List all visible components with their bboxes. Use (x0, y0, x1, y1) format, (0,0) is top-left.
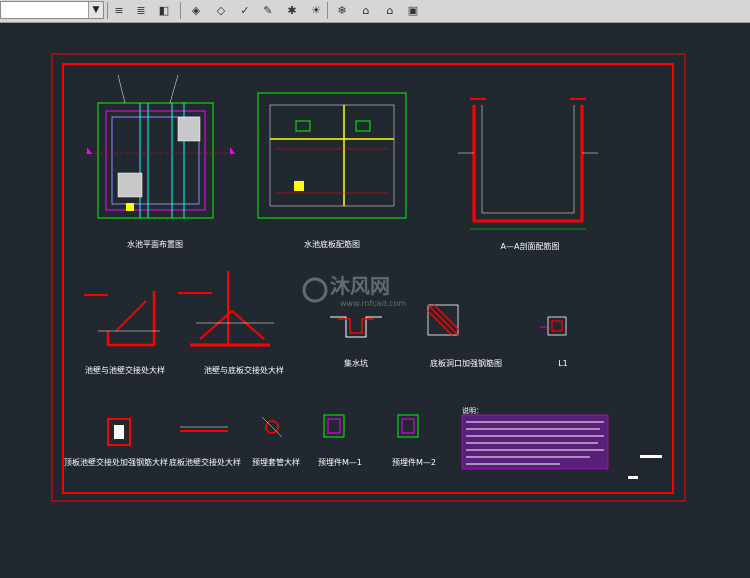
l1-detail: L1 (540, 316, 568, 368)
layer-state-icon[interactable]: ≣ (136, 4, 146, 17)
section-title: A—A剖面配筋图 (501, 241, 560, 251)
corner2-title: 池壁与底板交接处大样 (204, 365, 284, 375)
toolbar-separator (180, 2, 181, 19)
embed1-title: 预埋件M—1 (318, 457, 362, 467)
layer-walk-icon[interactable]: ❄ (337, 4, 347, 17)
notes-heading: 说明： (462, 406, 483, 415)
sump-detail: 集水坑 (330, 316, 382, 368)
inner-frame (62, 63, 674, 494)
layer-match-icon[interactable]: ✓ (240, 4, 250, 17)
watermark: 沐风网 www.mfcad.com (302, 274, 406, 308)
notes: 说明： (461, 406, 609, 470)
layer-properties-icon[interactable]: ≡ (114, 4, 124, 17)
corner1-title: 池壁与池壁交接处大样 (85, 365, 165, 375)
sump-title: 集水坑 (344, 358, 368, 368)
detail-1: 顶板池壁交接处加强钢筋大样 (64, 418, 168, 467)
toolbar-separator (107, 2, 108, 19)
layer-lock-icon[interactable]: ⌂ (362, 4, 370, 17)
l1-title: L1 (558, 359, 568, 368)
toolbar-separator (327, 2, 328, 19)
layer-unlock-icon[interactable]: ▣ (407, 4, 419, 17)
plan-view: 水池平面布置图 (85, 74, 235, 249)
detail2-title: 底板池壁交接处大样 (169, 457, 241, 467)
detail1-title: 顶板池壁交接处加强钢筋大样 (64, 457, 168, 467)
corner-detail-1: 池壁与池壁交接处大样 (84, 291, 165, 375)
scale-mark (628, 476, 638, 479)
embed-m2: 预埋件M—2 (392, 414, 436, 467)
layer-combo[interactable]: ▼ (0, 1, 104, 19)
drawing-canvas[interactable]: 水池平面布置图 水池底板配筋图 A—A剖面配筋图 沐风网 www.mfcad.c… (0, 23, 750, 578)
opening-detail: 底板洞口加强钢筋图 (427, 304, 502, 368)
layer-off-icon[interactable]: ☀ (311, 4, 321, 17)
detail3-title: 预埋套管大样 (252, 457, 300, 467)
detail-3: 预埋套管大样 (252, 416, 300, 467)
opening-title: 底板洞口加强钢筋图 (430, 358, 502, 368)
layer-isolate-icon[interactable]: ◈ (191, 4, 201, 17)
embed-m1: 预埋件M—1 (318, 414, 362, 467)
layer-previous-icon[interactable]: ◧ (158, 4, 170, 17)
embed2-title: 预埋件M—2 (392, 457, 436, 467)
layer-home-icon[interactable]: ⌂ (386, 4, 394, 17)
bottom-title: 水池底板配筋图 (304, 239, 360, 249)
watermark-text: 沐风网 (330, 274, 390, 298)
detail-2: 底板池壁交接处大样 (169, 426, 241, 467)
scale-mark (640, 455, 662, 458)
bottom-slab-view: 水池底板配筋图 (257, 92, 407, 249)
outer-frame (51, 53, 686, 502)
layer-freeze-icon[interactable]: ✱ (287, 4, 297, 17)
plan-title: 水池平面布置图 (127, 239, 183, 249)
corner-detail-2: 池壁与底板交接处大样 (178, 271, 284, 375)
section-view: A—A剖面配筋图 (458, 98, 598, 251)
watermark-url: www.mfcad.com (340, 299, 406, 308)
layer-unisolate-icon[interactable]: ◇ (216, 4, 226, 17)
layer-change-icon[interactable]: ✎ (263, 4, 273, 17)
chevron-down-icon[interactable]: ▼ (88, 2, 103, 18)
toolbar: ▼ ≡ ≣ ◧ ◈ ◇ ✓ ✎ ✱ ☀ ❄ ⌂ ⌂ ▣ (0, 0, 750, 23)
